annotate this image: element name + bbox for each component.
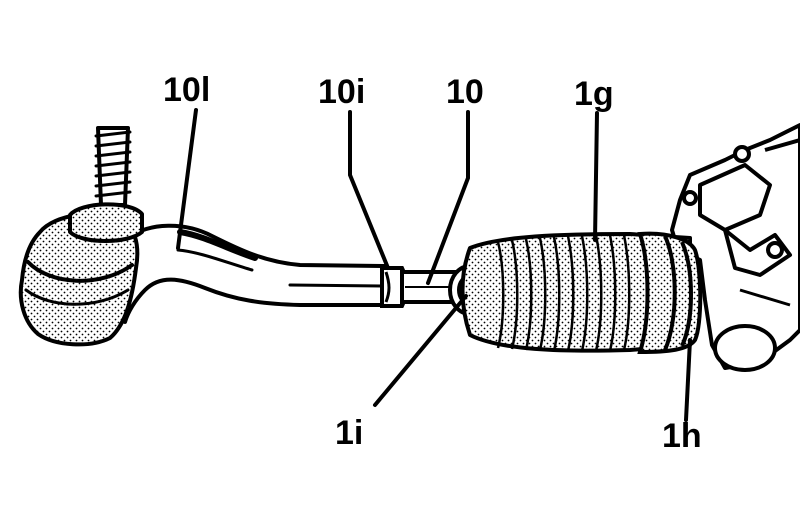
bellows-boot [460, 232, 692, 353]
tie-rod-end [18, 126, 387, 347]
steering-rack-housing [670, 123, 800, 372]
callout-1h: 1h [662, 417, 702, 455]
leader-1h [684, 338, 692, 422]
callout-1i: 1i [335, 414, 364, 452]
callout-10: 10 [446, 73, 484, 111]
boot-clamp [637, 231, 703, 355]
leader-1i [373, 294, 468, 407]
leader-10i [348, 110, 390, 270]
callout-10l: 10l [163, 71, 211, 109]
leader-1g [593, 111, 599, 242]
callout-1g: 1g [574, 75, 614, 113]
leader-lines [176, 108, 692, 422]
leader-10 [426, 110, 470, 285]
leader-10l [176, 108, 198, 250]
callout-10i: 10i [318, 73, 366, 111]
